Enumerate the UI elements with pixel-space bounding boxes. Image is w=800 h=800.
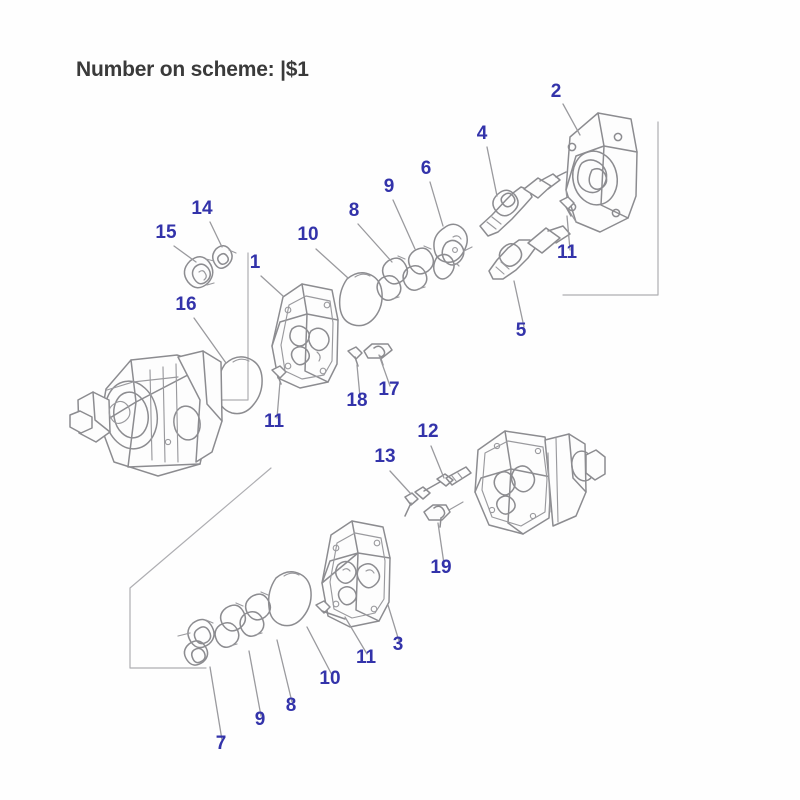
part-stud-bolt: [363, 343, 393, 366]
leader-line-11: [276, 381, 281, 419]
part-snap-ring-upper: [402, 245, 435, 291]
assembled-pump-left: [69, 350, 223, 477]
part-bearing-block: [433, 223, 473, 280]
leader-line-18: [356, 364, 361, 398]
leader-line-1: [260, 275, 284, 297]
part-pin-18: [347, 346, 363, 367]
callout-number-c16[interactable]: 16: [175, 294, 196, 315]
part-backup-ring-lower: [239, 591, 272, 637]
leader-line-14: [209, 221, 223, 248]
callout-number-c3[interactable]: 3: [393, 634, 404, 655]
bracket-upper-right: [562, 121, 659, 296]
leader-line-13: [389, 470, 412, 495]
callout-number-c15[interactable]: 15: [155, 222, 177, 243]
callout-number-c12[interactable]: 12: [417, 421, 438, 442]
part-snap-ring-lower: [214, 602, 247, 648]
leader-line-3: [387, 604, 400, 642]
part-dowel-pin-upper: [559, 196, 575, 217]
leader-line-7: [209, 666, 223, 741]
part-body-gasket: [216, 356, 263, 415]
part-oil-seal: [183, 256, 215, 289]
callout-number-c9a[interactable]: 9: [384, 176, 395, 197]
part-backup-ring-upper: [376, 255, 409, 301]
leader-line-5: [513, 280, 525, 328]
callout-number-c6[interactable]: 6: [421, 158, 432, 179]
leader-line-19: [437, 522, 445, 565]
callout-number-c8b[interactable]: 8: [286, 695, 297, 716]
part-drive-shaft-gear: [479, 171, 567, 237]
leader-line-8: [276, 639, 293, 703]
part-seal-set: [177, 618, 215, 666]
leader-line-6: [429, 181, 444, 227]
leader-line-4: [486, 146, 498, 197]
callout-number-c2[interactable]: 2: [551, 81, 562, 102]
leader-line-11: [344, 616, 368, 655]
part-dowel-pin-mid-left: [271, 365, 287, 385]
part-washer: [212, 245, 237, 269]
part-plug-fitting: [423, 501, 464, 528]
assembled-pump-right: [474, 430, 606, 535]
callout-number-c10b[interactable]: 10: [319, 668, 340, 689]
callout-number-c10a[interactable]: 10: [297, 224, 318, 245]
leader-line-17: [378, 354, 391, 387]
bracket-lower-left: [129, 467, 272, 669]
callout-number-c7[interactable]: 7: [216, 733, 227, 754]
part-dowel-pin-lower: [315, 600, 346, 620]
leader-line-10: [315, 248, 349, 279]
callout-number-c9b[interactable]: 9: [255, 709, 266, 730]
page-title: Number on scheme: |$1: [76, 58, 309, 81]
callout-number-c5[interactable]: 5: [516, 320, 527, 341]
leader-line-11: [566, 215, 571, 251]
callout-number-c4[interactable]: 4: [477, 123, 488, 144]
callout-number-c14[interactable]: 14: [191, 198, 213, 219]
callout-number-c8a[interactable]: 8: [349, 200, 360, 221]
callout-number-c19[interactable]: 19: [430, 557, 451, 578]
callout-number-c17[interactable]: 17: [378, 379, 399, 400]
leader-line-15: [173, 245, 197, 263]
leader-line-16: [193, 317, 227, 364]
part-center-housing-front: [271, 283, 339, 389]
part-gasket-upper: [338, 272, 383, 327]
leader-line-2: [562, 103, 581, 136]
leader-line-10: [306, 626, 333, 676]
leader-line-9: [392, 199, 416, 250]
part-short-bolt: [404, 492, 419, 517]
part-driven-shaft-gear: [488, 225, 571, 280]
callout-number-c13[interactable]: 13: [374, 446, 395, 467]
callout-number-c11c[interactable]: 11: [356, 647, 377, 668]
leader-line-9: [248, 650, 262, 717]
part-gasket-lower: [267, 571, 312, 627]
callout-number-c18[interactable]: 18: [346, 390, 367, 411]
leader-line-12: [430, 445, 445, 479]
part-center-housing-rear: [321, 520, 391, 628]
callout-number-c11b[interactable]: 11: [264, 411, 285, 432]
part-rear-cover-housing: [565, 112, 638, 233]
part-long-bolt: [414, 466, 472, 500]
callout-number-c1[interactable]: 1: [250, 252, 261, 273]
callout-leader-lines: [173, 103, 581, 741]
leader-line-8: [357, 223, 393, 263]
callout-number-c11a[interactable]: 11: [557, 242, 578, 263]
